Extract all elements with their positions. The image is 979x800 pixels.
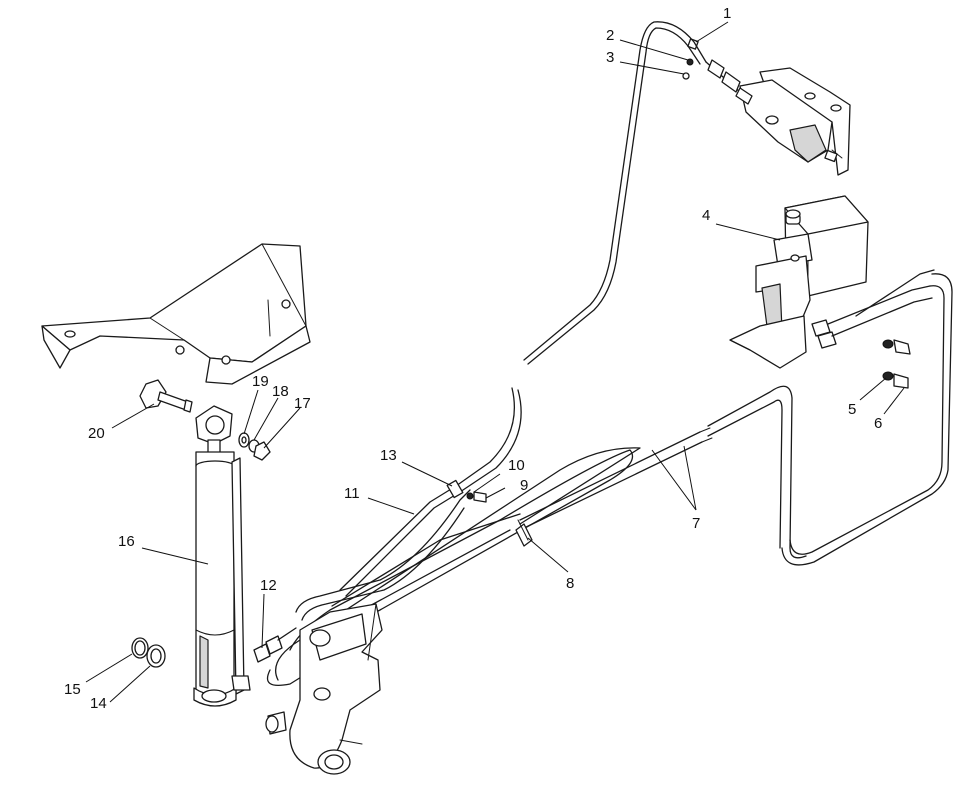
callout-20: 20 <box>88 425 105 442</box>
bolt-9-10 <box>466 491 487 503</box>
callout-6: 6 <box>874 415 882 432</box>
callout-labels: 1 2 3 4 5 6 7 8 9 10 11 12 13 14 15 16 1… <box>64 5 882 712</box>
callout-19: 19 <box>252 373 269 390</box>
valve-outlet-pipes <box>781 269 953 566</box>
upper-latch-bracket <box>739 67 851 176</box>
callout-3: 3 <box>606 49 614 66</box>
hydraulic-cylinder-16 <box>193 405 251 707</box>
callout-18: 18 <box>272 383 289 400</box>
callout-8: 8 <box>566 575 574 592</box>
callout-12: 12 <box>260 577 277 594</box>
callout-10: 10 <box>508 457 525 474</box>
callout-9: 9 <box>520 477 528 494</box>
callout-14: 14 <box>90 695 107 712</box>
callout-7: 7 <box>692 515 700 532</box>
leader-lines <box>85 21 905 703</box>
bolt-20 <box>139 379 193 413</box>
top-left-bracket <box>41 243 311 385</box>
callout-5: 5 <box>848 401 856 418</box>
hose-11 <box>339 387 522 597</box>
upper-hose <box>523 21 707 365</box>
valve-block <box>729 195 869 369</box>
upper-pipe-fitting <box>682 38 753 105</box>
lower-lever-arm <box>265 603 383 775</box>
screw-5-6-upper <box>882 339 911 355</box>
screw-5-6-lower <box>882 371 909 389</box>
callout-15: 15 <box>64 681 81 698</box>
callout-16: 16 <box>118 533 135 550</box>
callout-2: 2 <box>606 27 614 44</box>
fitting-12 <box>253 627 297 663</box>
hose-loop-7 <box>519 385 807 559</box>
callout-4: 4 <box>702 207 710 224</box>
callout-1: 1 <box>723 5 731 22</box>
o-rings-14-15 <box>131 637 166 668</box>
callout-17: 17 <box>294 395 311 412</box>
clamp-8 <box>515 519 533 547</box>
callout-11: 11 <box>344 485 360 502</box>
callout-13: 13 <box>380 447 397 464</box>
